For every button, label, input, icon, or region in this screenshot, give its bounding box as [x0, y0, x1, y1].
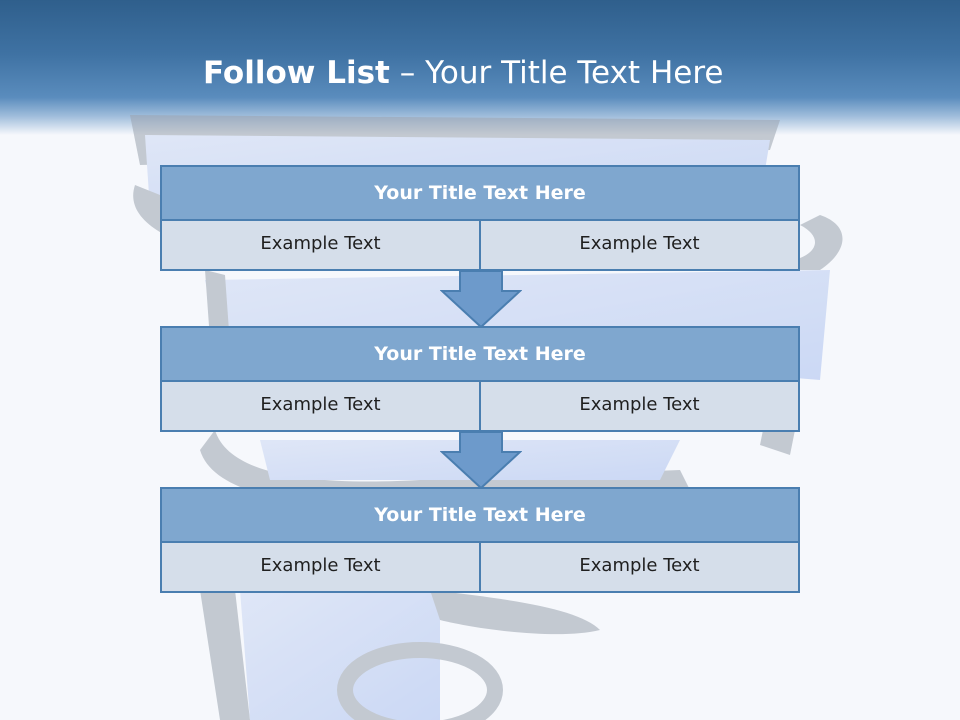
step-cell-right: Example Text	[481, 543, 800, 593]
title-bold: Follow List	[203, 55, 390, 91]
step-cell-right: Example Text	[481, 382, 800, 432]
step-title: Your Title Text Here	[160, 487, 800, 543]
step-row: Example Text Example Text	[160, 382, 800, 432]
step-2: Your Title Text Here Example Text Exampl…	[160, 326, 800, 432]
header-band	[0, 0, 960, 135]
down-arrow-icon	[440, 432, 522, 490]
down-arrow-icon	[440, 271, 522, 329]
slide-title: Follow List – Your Title Text Here	[203, 55, 723, 91]
step-cell-right: Example Text	[481, 221, 800, 271]
step-3: Your Title Text Here Example Text Exampl…	[160, 487, 800, 593]
step-cell-left: Example Text	[160, 543, 481, 593]
step-title: Your Title Text Here	[160, 326, 800, 382]
step-title: Your Title Text Here	[160, 165, 800, 221]
step-row: Example Text Example Text	[160, 543, 800, 593]
step-row: Example Text Example Text	[160, 221, 800, 271]
step-cell-left: Example Text	[160, 221, 481, 271]
step-1: Your Title Text Here Example Text Exampl…	[160, 165, 800, 271]
title-rest: – Your Title Text Here	[399, 55, 724, 91]
step-cell-left: Example Text	[160, 382, 481, 432]
